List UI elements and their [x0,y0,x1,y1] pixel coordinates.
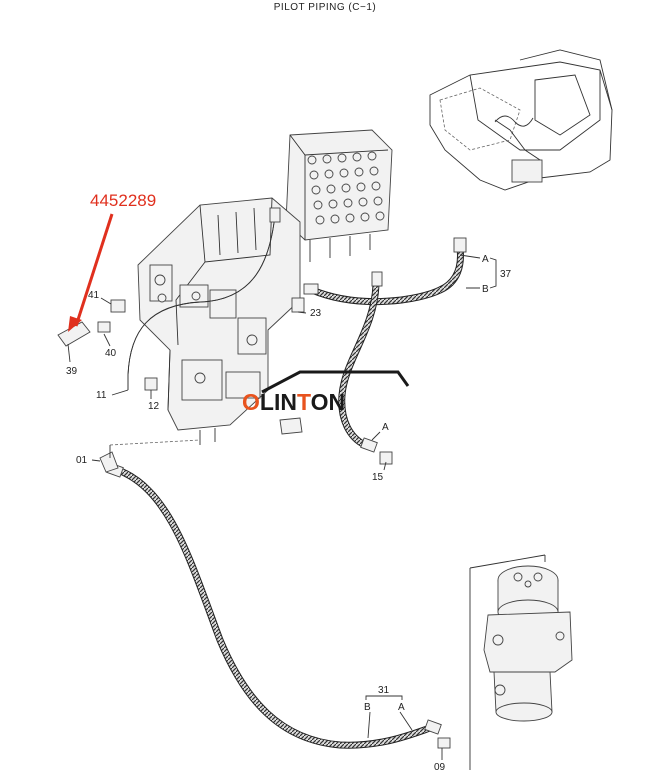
valve-bolt [326,184,336,194]
valve-bolt [373,196,383,206]
pilot-valve-block [285,129,393,262]
callout-39: 39 [66,366,78,377]
page-title: PILOT PIPING (C−1) [274,2,376,13]
valve-bolt [352,152,362,162]
valve-bolt [309,170,319,180]
valve-bolt [315,215,325,225]
callout-37-a: A [482,254,489,265]
callout-15-a: A [382,422,389,433]
valve-bolt [345,213,355,223]
valve-bolt [311,185,321,195]
valve-bolt [371,181,381,191]
valve-bolt [339,168,349,178]
valve-bolt [358,197,368,207]
valve-bolt [330,214,340,224]
red-arrowhead-icon [68,316,82,332]
valve-bolt [369,166,379,176]
valve-bolt [341,183,351,193]
valve-bolt [328,199,338,209]
excavator-cab-illustration [429,49,613,191]
valve-bolt [337,153,347,163]
valve-bolt [354,167,364,177]
part-number-annotation: 4452289 [68,191,156,332]
watermark-logo: OLINTON [242,370,410,415]
valve-bolt [356,182,366,192]
valve-bolt [360,212,370,222]
callout-15: 15 [372,472,384,483]
callout-31-a: A [398,702,405,713]
pilot-pipes [127,207,281,390]
callout-37: 37 [500,269,512,280]
control-valve-body [137,197,303,445]
valve-bolt [324,169,334,179]
callout-31-b: B [364,702,371,713]
callout-37-b: B [482,284,489,295]
leader-lines [67,254,497,760]
valve-bolt [367,151,377,161]
callout-40: 40 [105,348,117,359]
valve-bolt [322,154,332,164]
braided-hoses [106,237,467,749]
callout-09: 09 [434,762,446,773]
red-arrow-icon [74,213,114,327]
callout-23: 23 [310,308,322,319]
valve-bolt [307,155,317,165]
callout-12: 12 [148,401,160,412]
callout-11: 11 [96,390,107,401]
part-number-label: 4452289 [90,191,156,210]
valve-bolt [313,200,323,210]
callout-01: 01 [76,455,88,466]
valve-bolt [375,211,385,221]
callout-41: 41 [88,290,100,301]
fittings [57,297,451,749]
swing-motor-illustration [469,554,573,770]
valve-bolt [343,198,353,208]
callout-31: 31 [378,685,390,696]
watermark-text: OLINTON [242,389,345,415]
